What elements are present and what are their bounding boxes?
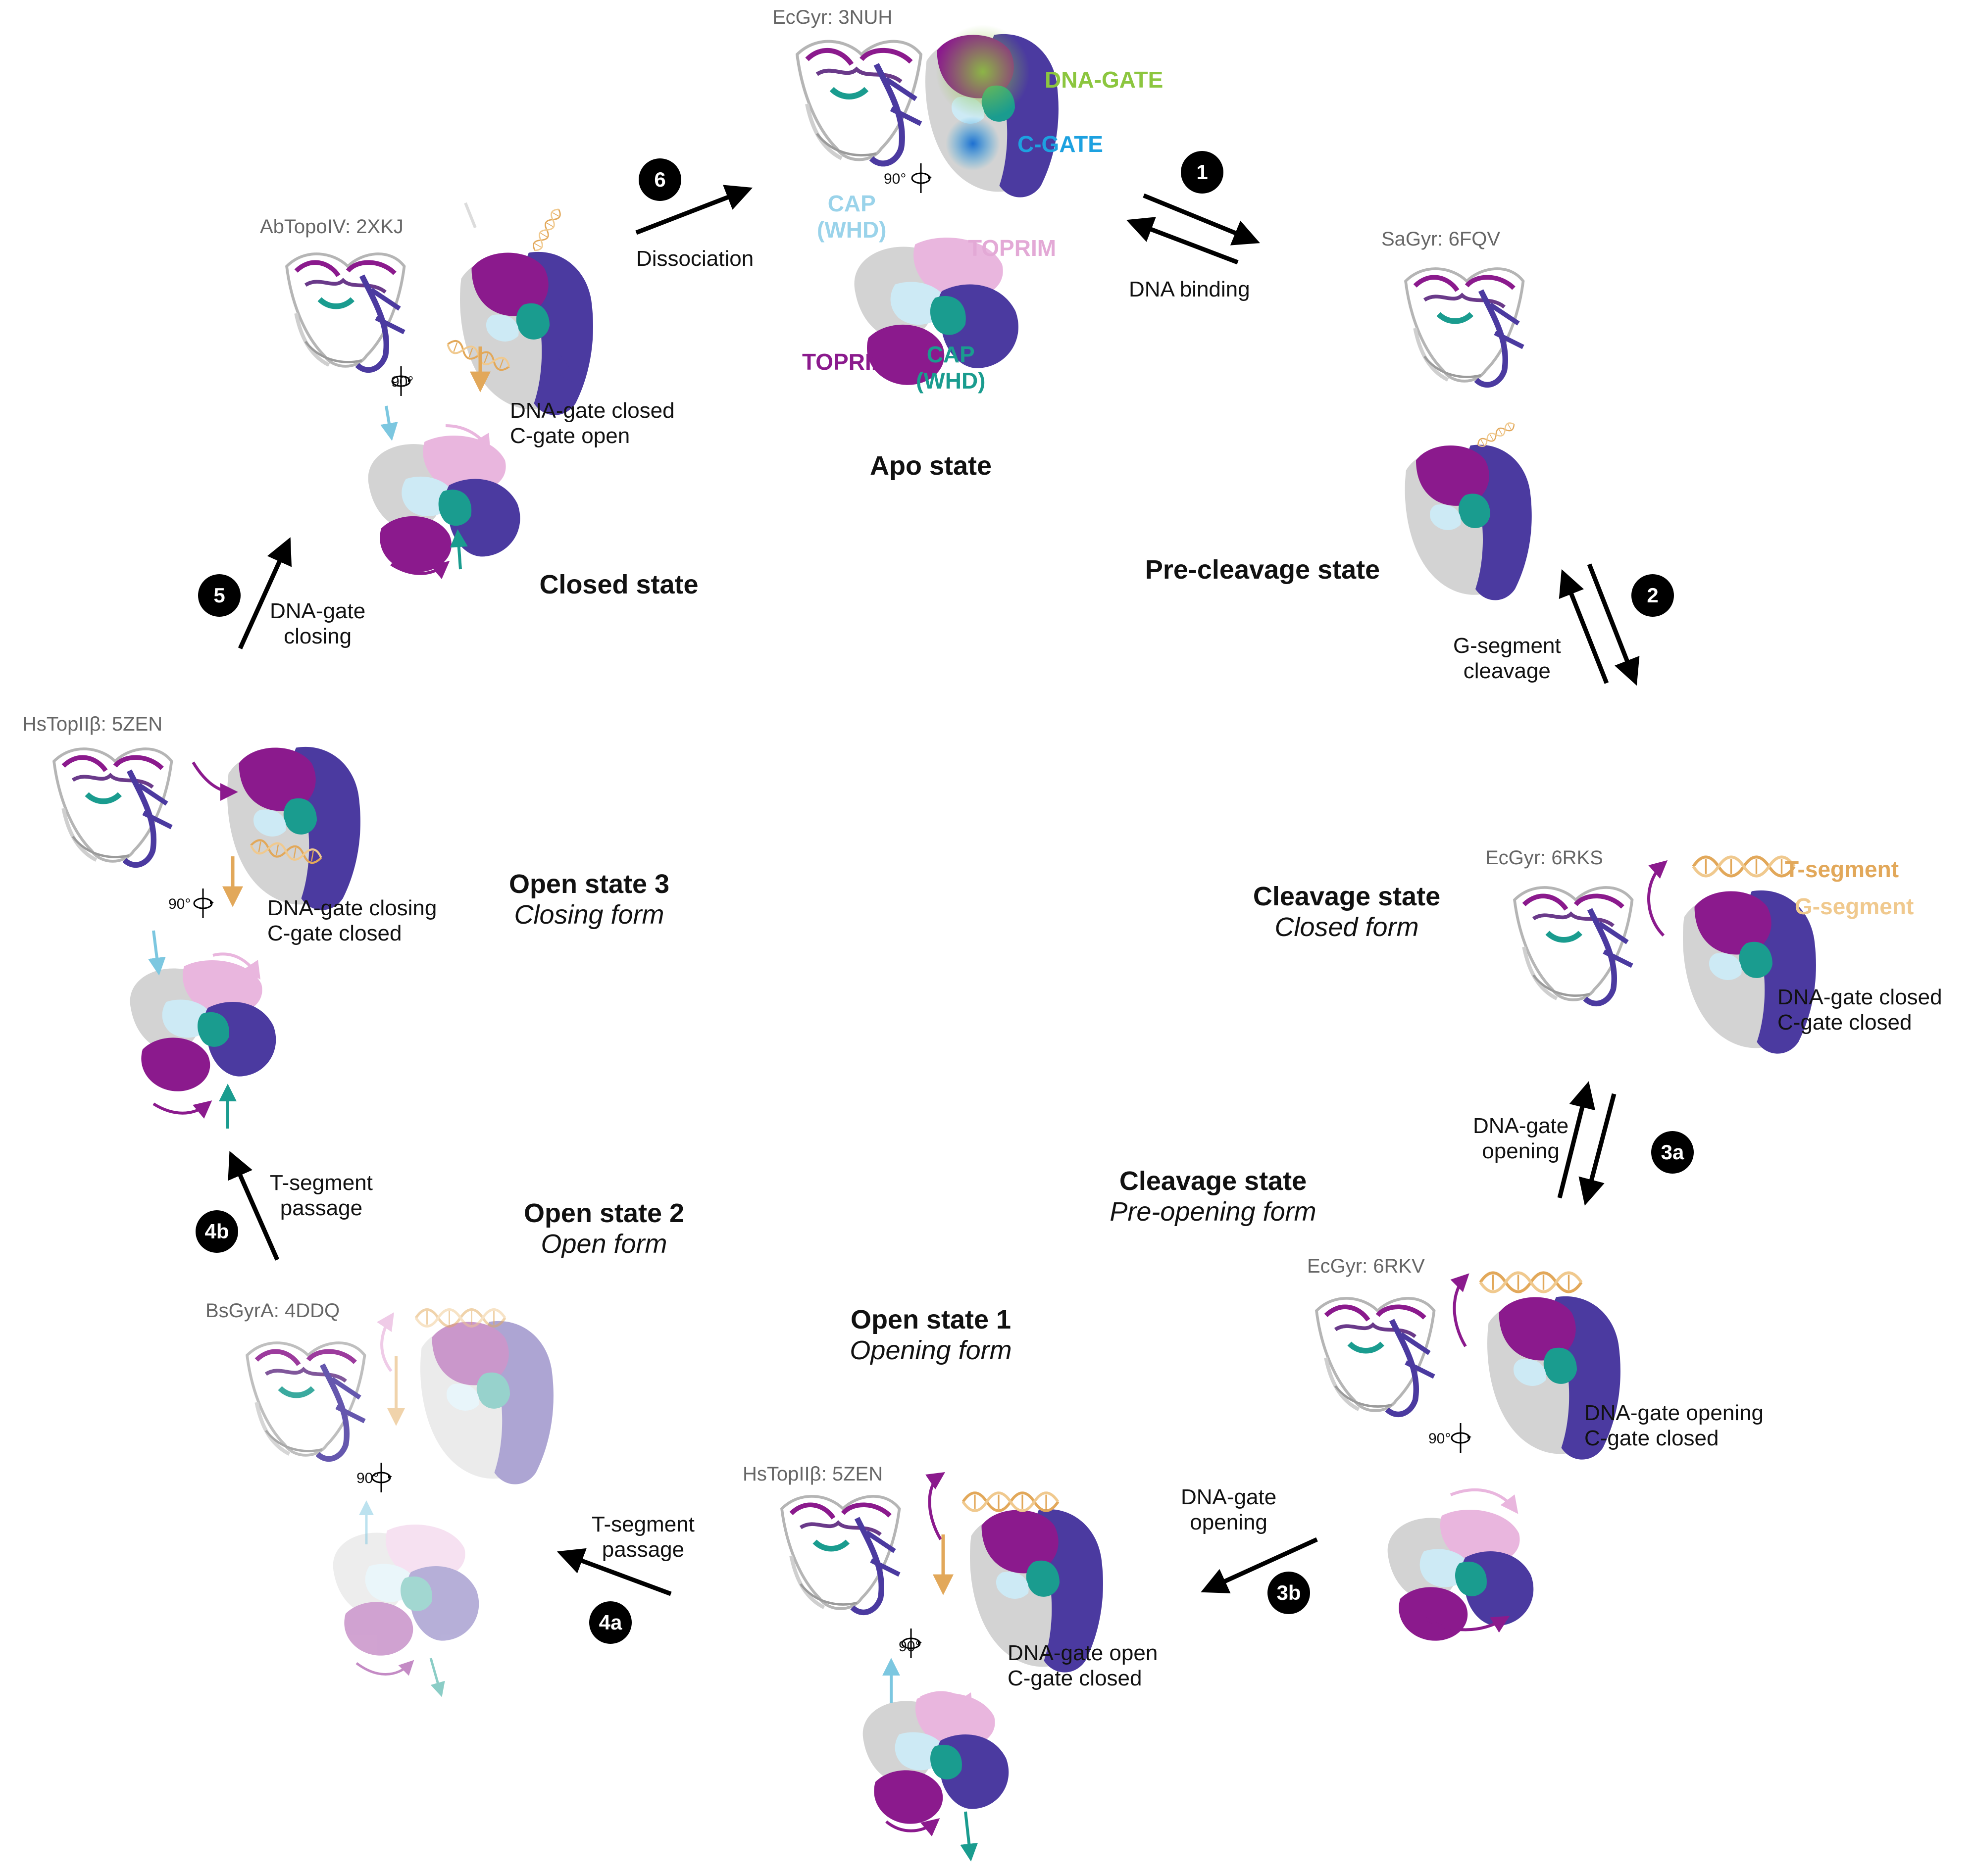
closed-ribbon [287,254,405,370]
c-gate-glow [946,116,1000,171]
dna-gate-label: DNA-GATE [1045,67,1163,93]
open2-surface [420,1321,554,1484]
step1-reverse-arrow [1126,217,1239,265]
cleavage-closed-form: Closed form [1274,912,1419,942]
step5-arrow [238,537,292,649]
step3b-label: DNA-gate opening [1181,1485,1277,1534]
step6-label: Dissociation [636,247,754,271]
t-segment-dna [1693,857,1794,876]
apo-state-title: Apo state [869,451,992,481]
step3b-arrow [1201,1537,1318,1593]
step4a-arrow [556,1548,672,1596]
open1-state: Open state 1 [850,1305,1011,1334]
cleavage-preopen-state-title: Cleavage state Pre-opening form [1079,1166,1347,1227]
step-badge-1: 1 [1181,151,1223,194]
open3-surface [227,746,360,910]
g-segment-label: G-segment [1795,893,1914,919]
step2-forward-arrow [1587,563,1640,686]
step4b-label: T-segment passage [270,1171,373,1220]
step-badge-5: 5 [198,574,241,617]
apo-ribbon [797,42,921,164]
cleavage-closed-pdb-label: EcGyr: 6RKS [1485,847,1603,869]
open1-ribbon [782,1496,900,1612]
open2-pdb-label: BsGyrA: 4DDQ [205,1300,340,1322]
open3-rotation-icon [193,888,215,919]
cap-top-label: CAP (WHD) [817,191,887,243]
open3-form: Closing form [514,900,664,930]
cleavage-preopen-pdb-label: EcGyr: 6RKV [1307,1255,1425,1277]
cleavage-closed-state-title: Cleavage state Closed form [1213,881,1480,942]
closed-surface [460,251,593,415]
open3-state-title: Open state 3 Closing form [455,869,723,930]
dna-gate-glow [936,25,1030,119]
step-badge-3b: 3b [1267,1572,1310,1614]
cleavage-preopen-gates: DNA-gate opening C-gate closed [1584,1401,1764,1450]
pre-cleavage-ribbon [1406,269,1523,385]
closed-rotation-label: 90° [391,374,414,390]
step3a-label: DNA-gate opening [1473,1114,1569,1163]
t-segment-label: T-segment [1785,856,1899,882]
cleavage-preopen-form: Pre-opening form [1110,1197,1316,1227]
cap-bottom-label: CAP (WHD) [916,342,986,394]
toprim-top-label: TOPRIM [968,235,1057,261]
cleavage-preopen-rotation-label: 90° [1428,1431,1451,1447]
step2-reverse-arrow [1559,569,1609,684]
step-badge-3a: 3a [1651,1131,1694,1174]
open3-state: Open state 3 [508,869,670,899]
closed-surface-top [368,436,520,572]
pre-cleavage-surface [1405,444,1532,600]
open3-surface-top [130,960,276,1091]
c-gate-label: C-GATE [1017,131,1103,157]
open3-pdb-label: HsTopIIβ: 5ZEN [22,713,163,735]
cleavage-closed-gates: DNA-gate closed C-gate closed [1777,985,1942,1035]
open1-pdb-label: HsTopIIβ: 5ZEN [743,1463,883,1485]
step6-arrow [635,185,753,235]
step-badge-2: 2 [1631,574,1674,617]
cleavage-preopen-rotation-icon [1451,1422,1472,1454]
open2-ribbon [247,1343,365,1459]
open1-gates: DNA-gate open C-gate closed [1008,1641,1158,1690]
step2-label: G-segment cleavage [1453,634,1561,683]
open1-rotation-label: 90° [899,1638,921,1655]
pre-cleavage-state-title: Pre-cleavage state [1145,555,1380,585]
step4b-arrow [228,1151,280,1261]
step-badge-6: 6 [639,158,681,201]
step1-label: DNA binding [1129,277,1250,301]
closed-pdb-label: AbTopoIV: 2XKJ [260,216,404,238]
step3a-forward-arrow [1578,1093,1617,1206]
cleavage-preopen-state: Cleavage state [1119,1166,1307,1196]
open2-form: Open form [541,1229,667,1259]
pre-cleavage-pdb-label: SaGyr: 6FQV [1381,228,1501,250]
closed-gates: DNA-gate closed C-gate open [510,398,675,448]
apo-rotation-icon [911,162,933,194]
step-badge-4a: 4a [589,1601,632,1644]
open1-state-title: Open state 1 Opening form [782,1304,1079,1366]
open3-ribbon [54,749,172,865]
toprim-bottom-label: TOPRIM [802,349,891,375]
cleavage-closed-state: Cleavage state [1253,882,1441,911]
closed-state-title: Closed state [539,570,699,599]
step1-forward-arrow [1143,193,1260,246]
open2-state-title: Open state 2 Open form [470,1198,738,1259]
open1-form: Opening form [850,1335,1012,1366]
cleavage-preopen-surface-top [1387,1510,1534,1641]
apo-rotation-label: 90° [884,171,907,187]
open3-gates: DNA-gate closing C-gate closed [267,896,437,945]
step3a-reverse-arrow [1557,1081,1596,1199]
apo-pdb-label: EcGyr: 3NUH [772,6,893,28]
cleavage-preopen-ribbon [1316,1298,1434,1414]
step-badge-4b: 4b [196,1210,238,1253]
step4a-label: T-segment passage [592,1512,695,1562]
open2-surface-top [333,1525,479,1656]
open3-rotation-label: 90° [168,896,191,912]
open2-rotation-label: 90° [356,1470,379,1486]
step5-label: DNA-gate closing [270,599,366,648]
cleavage-closed-ribbon [1515,888,1632,1003]
open2-state: Open state 2 [523,1198,685,1228]
open1-surface-top [862,1693,1009,1824]
